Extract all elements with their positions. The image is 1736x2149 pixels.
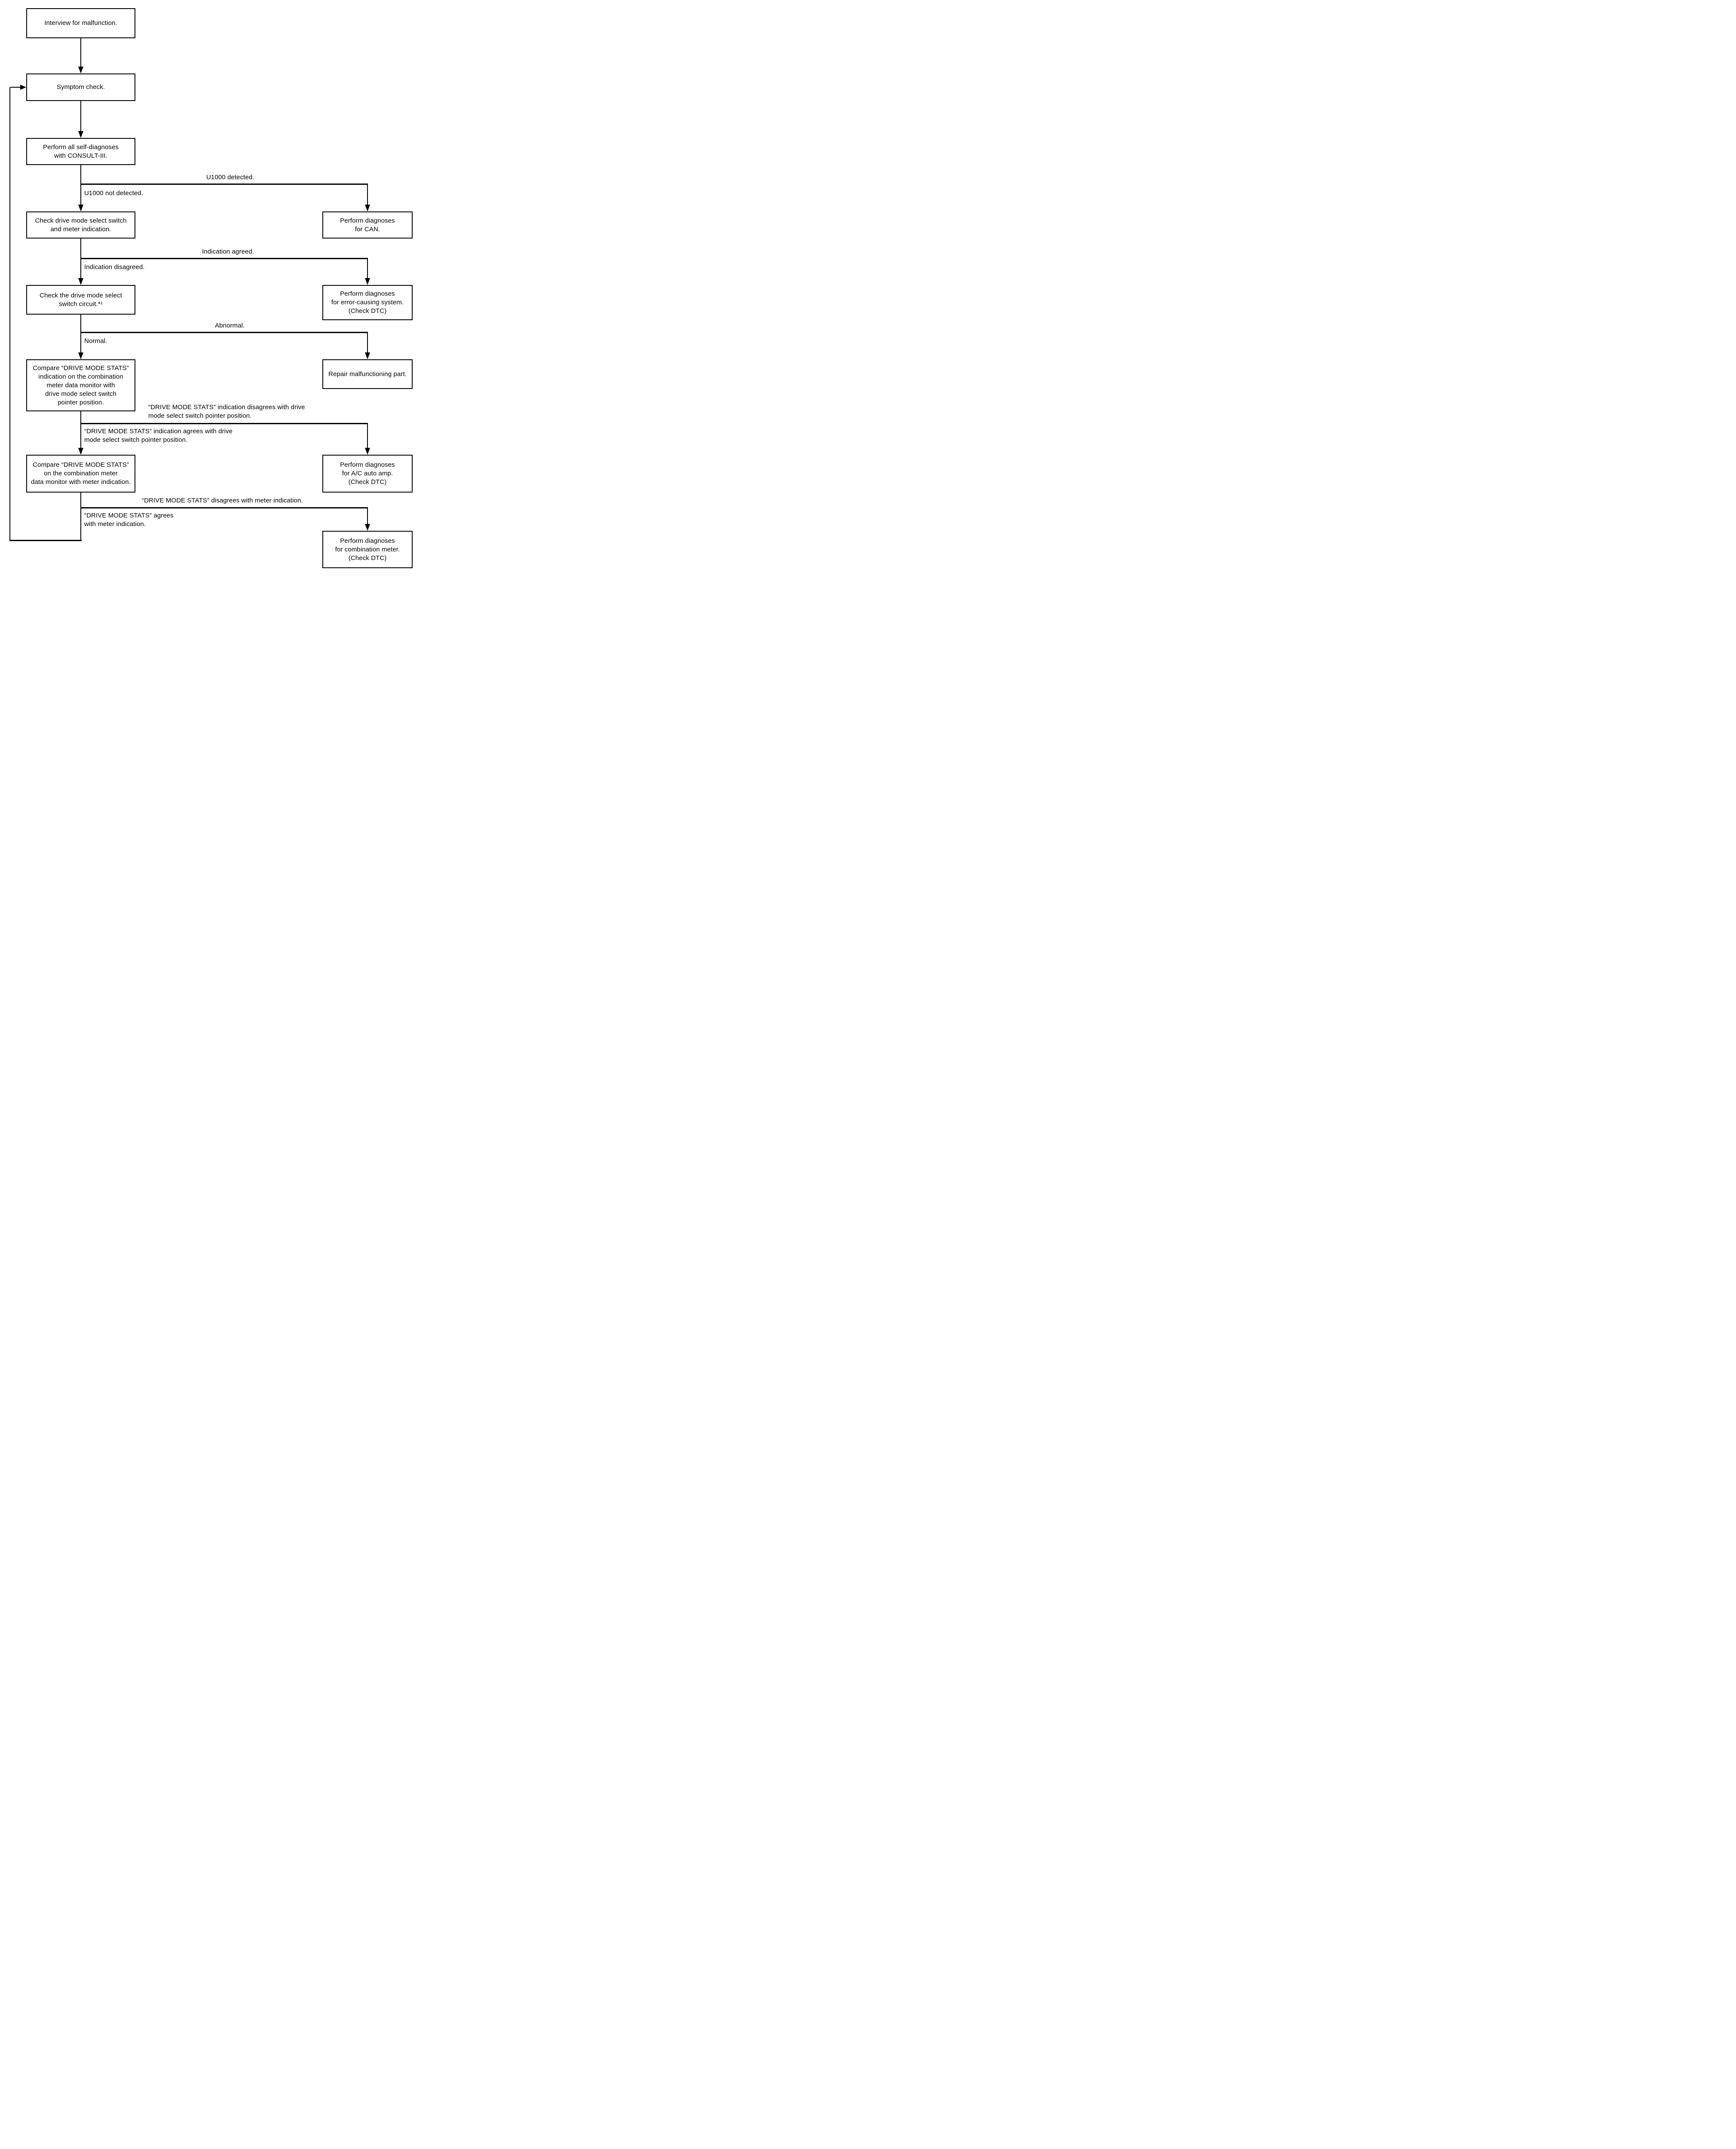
arrow-down-icon (78, 67, 83, 73)
node-repair-malfunctioning-part: Repair malfunctioning part. (322, 359, 413, 389)
node-diagnose-ac-auto-amp: Perform diagnoses for A/C auto amp. (Che… (322, 455, 413, 493)
node-diagnose-error-causing-system: Perform diagnoses for error-causing syst… (322, 285, 413, 320)
node-label: Compare “DRIVE MODE STATS” on the combin… (31, 461, 131, 486)
node-label: Perform diagnoses for error-causing syst… (331, 290, 404, 315)
node-label: Perform all self-diagnoses with CONSULT-… (43, 143, 119, 159)
edge-label-dms-disagrees-switch: “DRIVE MODE STATS” indication disagrees … (148, 404, 305, 419)
node-label: Check the drive mode select switch circu… (40, 291, 122, 308)
branch-dms-meter-line (81, 507, 368, 508)
node-label: Compare “DRIVE MODE STATS” indication on… (33, 364, 129, 406)
edge-label-dms-agrees-meter: “DRIVE MODE STATS” agrees with meter ind… (84, 512, 174, 528)
node-diagnose-combination-meter: Perform diagnoses for combination meter.… (322, 531, 413, 568)
connector-interview-to-symptom-line (80, 38, 81, 67)
connector-compare1-to-compare2-line (80, 411, 81, 449)
node-label: Check drive mode select switch and meter… (35, 217, 127, 233)
edge-label-normal: Normal. (84, 337, 107, 345)
arrow-down-icon (365, 524, 370, 531)
flowchart: Interview for malfunction. Symptom check… (0, 0, 434, 588)
node-label: Symptom check. (56, 83, 105, 91)
edge-label-abnormal: Abnormal. (215, 322, 245, 329)
arrow-down-icon (365, 205, 370, 211)
arrow-down-icon (78, 278, 83, 285)
branch-abnormal-line (81, 332, 368, 333)
branch-abnormal-drop-line (367, 332, 368, 353)
node-label: Repair malfunctioning part. (328, 370, 407, 378)
node-compare-dms-with-switch: Compare “DRIVE MODE STATS” indication on… (26, 359, 135, 411)
edge-label-indication-agreed: Indication agreed. (202, 248, 254, 255)
arrow-down-icon (78, 131, 83, 138)
branch-dms-switch-line (81, 423, 368, 424)
arrow-down-icon (78, 352, 83, 359)
node-symptom-check: Symptom check. (26, 73, 135, 101)
node-interview-for-malfunction: Interview for malfunction. (26, 8, 135, 38)
edge-label-u1000-not-detected: U1000 not detected. (84, 190, 144, 197)
edge-label-dms-agrees-switch: “DRIVE MODE STATS” indication agrees wit… (84, 428, 233, 444)
arrow-down-icon (78, 205, 83, 211)
branch-dms-meter-drop-line (367, 507, 368, 525)
connector-selfdiag-to-checkswitch-line (80, 165, 81, 205)
node-label: Perform diagnoses for CAN. (340, 217, 395, 233)
branch-indication-line (81, 258, 368, 259)
arrow-down-icon (78, 448, 83, 455)
edge-label-dms-disagrees-meter: “DRIVE MODE STATS” disagrees with meter … (142, 497, 303, 504)
node-check-switch-circuit: Check the drive mode select switch circu… (26, 285, 135, 315)
arrow-right-icon (20, 85, 26, 90)
connector-symptom-to-selfdiag-line (80, 101, 81, 132)
node-perform-self-diagnoses: Perform all self-diagnoses with CONSULT-… (26, 138, 135, 165)
node-compare-dms-with-meter: Compare “DRIVE MODE STATS” on the combin… (26, 455, 135, 493)
node-check-switch-and-meter: Check drive mode select switch and meter… (26, 211, 135, 239)
node-label: Perform diagnoses for combination meter.… (335, 537, 400, 562)
arrow-down-icon (365, 278, 370, 285)
branch-dms-switch-drop-line (367, 423, 368, 449)
node-diagnose-can: Perform diagnoses for CAN. (322, 211, 413, 239)
edge-label-indication-disagreed: Indication disagreed. (84, 263, 145, 271)
connector-circuit-to-compare1-line (80, 315, 81, 353)
connector-compare2-to-loop-line (80, 493, 81, 541)
arrow-down-icon (365, 352, 370, 359)
node-label: Perform diagnoses for A/C auto amp. (Che… (340, 461, 395, 486)
edge-label-u1000-detected: U1000 detected. (206, 174, 254, 181)
branch-indication-drop-line (367, 258, 368, 279)
branch-u1000-drop-line (367, 184, 368, 205)
node-label: Interview for malfunction. (44, 19, 117, 27)
branch-u1000-line (81, 184, 368, 185)
loop-left-line (9, 87, 10, 541)
arrow-down-icon (365, 448, 370, 455)
loop-return-line (10, 87, 21, 88)
loop-bottom-line (9, 540, 82, 541)
